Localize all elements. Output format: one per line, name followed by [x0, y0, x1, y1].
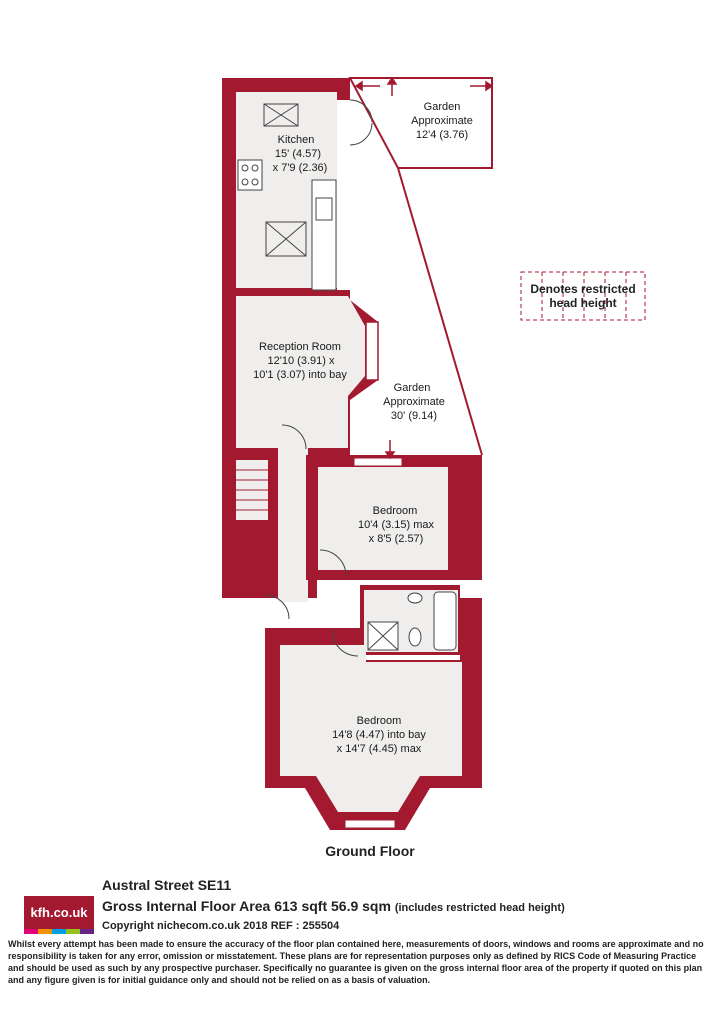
- bedroom-door-arc: [319, 549, 347, 577]
- bedroom-small-window: [353, 457, 403, 467]
- garden-top-dim: 12'4 (3.76): [416, 129, 468, 141]
- front-door-arc: [264, 594, 290, 620]
- copyright: Copyright nichecom.co.uk 2018 REF : 2555…: [102, 920, 340, 932]
- logo-text: kfh.co.uk: [30, 905, 88, 920]
- toilet-icon: [408, 627, 422, 647]
- legend-restricted-label: Denotes restricted head height: [530, 282, 636, 310]
- floor-area: Gross Internal Floor Area 613 sqft 56.9 …: [102, 898, 565, 914]
- bedroom-large-dim2: x 14'7 (4.45) max: [337, 743, 422, 755]
- floor-plan: Kitchen 15' (4.57) x 7'9 (2.36) Receptio…: [222, 76, 646, 830]
- stair-treads: [236, 469, 268, 511]
- bedroom-large-window: [344, 819, 396, 829]
- garden-top-outline: [348, 77, 493, 169]
- floor-area-value: Gross Internal Floor Area 613 sqft 56.9 …: [102, 898, 391, 914]
- kitchen-name: Kitchen: [278, 134, 315, 146]
- garden-top-name: Garden: [424, 101, 461, 113]
- garden-mid-line2: Approximate: [383, 396, 445, 408]
- reception-bay-window: [365, 321, 379, 381]
- bedroom-large-floor: [280, 645, 462, 812]
- reception-dim2: 10'1 (3.07) into bay: [253, 369, 347, 381]
- bedroom-small-floor: [318, 467, 448, 570]
- legend-restricted-box: [520, 271, 646, 321]
- garden-door-arc: [349, 99, 373, 123]
- hall-door-arc: [281, 424, 307, 450]
- garden-side-outline: [397, 167, 483, 456]
- sink-icon: [315, 197, 333, 221]
- bath-icon: [433, 591, 457, 651]
- kitchen-dim1: 15' (4.57): [275, 148, 321, 160]
- floor-area-note: (includes restricted head height): [394, 902, 565, 914]
- garden-mid-dim: 30' (9.14): [391, 410, 437, 422]
- bedroom-small-name: Bedroom: [373, 505, 418, 517]
- reception-name: Reception Room: [259, 341, 341, 353]
- logo-stripes: [24, 929, 94, 934]
- kitchen-dim2: x 7'9 (2.36): [273, 162, 328, 174]
- hallway: [278, 430, 308, 602]
- reception-dim1: 12'10 (3.91) x: [268, 355, 335, 367]
- reception-skylight-icon: [265, 221, 307, 257]
- kfh-logo: kfh.co.uk: [24, 896, 94, 934]
- bedroom-large-dim1: 14'8 (4.47) into bay: [332, 729, 426, 741]
- basin-icon: [407, 592, 423, 604]
- property-address: Austral Street SE11: [102, 877, 232, 893]
- garden-access-arrows: [354, 76, 494, 460]
- disclaimer: Whilst every attempt has been made to en…: [8, 939, 704, 985]
- garden-top-line2: Approximate: [411, 115, 473, 127]
- bedroom-small-dim2: x 8'5 (2.57): [369, 533, 424, 545]
- bedroom-large-door-arc: [331, 629, 359, 657]
- bedroom-small-dim1: 10'4 (3.15) max: [358, 519, 435, 531]
- floor-title: Ground Floor: [325, 843, 415, 859]
- hob-icon: [237, 159, 263, 191]
- kitchen-skylight-icon: [263, 103, 299, 127]
- garden-mid-name: Garden: [394, 382, 431, 394]
- kitchen-counter: [311, 179, 337, 291]
- bedroom-large-name: Bedroom: [357, 715, 402, 727]
